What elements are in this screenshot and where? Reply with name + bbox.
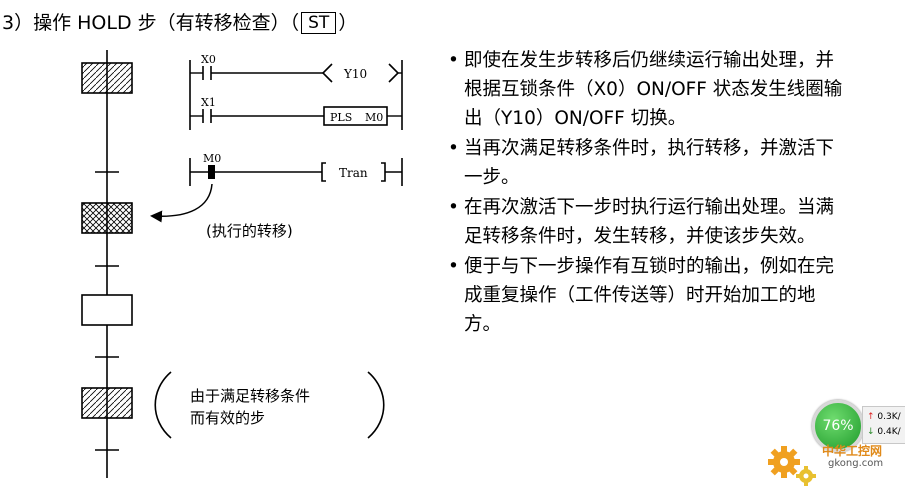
label-m0: M0	[203, 152, 221, 165]
coil-tran-right	[381, 162, 386, 182]
step-next-empty	[81, 294, 133, 326]
contact-m0-active	[208, 165, 215, 179]
transfer-note: (执行的转移)	[206, 222, 293, 240]
bullet-item: 当再次满足转移条件时，执行转移，并激活下一步。	[448, 134, 843, 192]
upload-arrow-icon: ↑	[867, 412, 875, 422]
coil-y10-left	[321, 63, 333, 83]
upload-speed: 0.3K/	[877, 412, 901, 422]
usage-gauge: 76%	[812, 400, 864, 452]
step-hold-crosshatched	[81, 202, 133, 234]
bullet-item: 即使在发生步转移后仍继续运行输出处理，并根据互锁条件（X0）ON/OFF 状态发…	[448, 46, 843, 133]
coil-y10-right	[388, 63, 400, 83]
download-arrow-icon: ↓	[867, 427, 875, 437]
coil-tran-left	[321, 162, 326, 182]
logo-url-text: gkong.com	[828, 458, 884, 469]
title-prefix: 3）操作 HOLD 步（有转移检查）（	[2, 12, 300, 34]
label-pls: PLS	[330, 111, 352, 124]
logo-cn-text: 中华工控网	[822, 444, 883, 458]
bracket-left	[154, 371, 172, 439]
label-y10: Y10	[343, 67, 367, 81]
bullet-item: 在再次激活下一步时执行运行输出处理。当满足转移条件时，发生转移，并使该步失效。	[448, 193, 843, 251]
label-tran: Tran	[339, 166, 368, 180]
download-speed: 0.4K/	[877, 427, 901, 437]
bullet-item: 便于与下一步操作有互锁时的输出，例如在完成重复操作（工件传送等）时开始加工的地方…	[448, 252, 843, 339]
bracket-note-line2: 而有效的步	[190, 409, 265, 427]
st-tag: ST	[301, 12, 337, 34]
label-x0: X0	[201, 53, 216, 66]
bracket-note-line1: 由于满足转移条件	[190, 387, 310, 405]
label-x1: X1	[201, 96, 216, 109]
explanation-list: 即使在发生步转移后仍继续运行输出处理，并根据互锁条件（X0）ON/OFF 状态发…	[448, 46, 843, 340]
step-active-hatched	[81, 387, 133, 419]
title-suffix: ）	[338, 12, 358, 34]
speed-readout: ↑ 0.3K/ ↓ 0.4K/	[862, 406, 905, 444]
section-title: 3）操作 HOLD 步（有转移检查）（ST）	[2, 10, 357, 36]
network-monitor-widget[interactable]: 76% ↑ 0.3K/ ↓ 0.4K/	[808, 396, 905, 458]
gkong-watermark: 中华工控网 gkong.com	[762, 438, 905, 494]
transfer-arrow	[150, 183, 213, 223]
label-pls-device: M0	[365, 111, 383, 124]
bracket-right	[367, 371, 385, 439]
step-previous-hatched	[81, 62, 133, 94]
gear-icon	[768, 446, 816, 486]
